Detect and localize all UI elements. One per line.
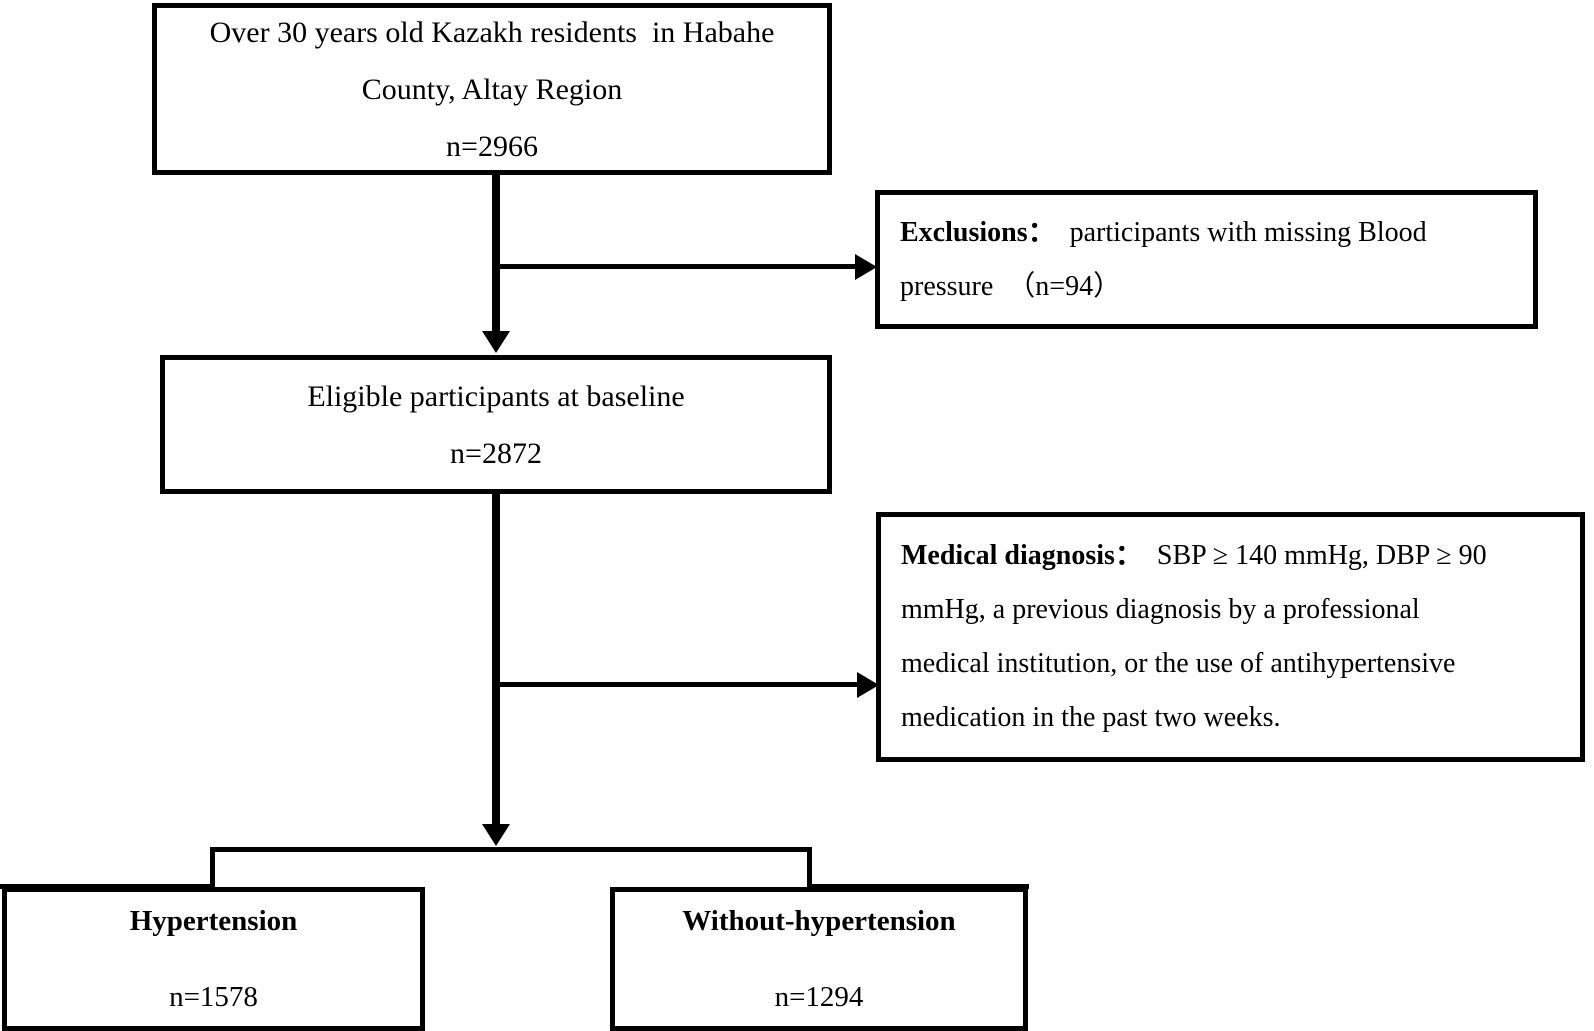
hypertension-count: n=1578 xyxy=(169,981,258,1013)
eligible-count: n=2872 xyxy=(450,436,542,470)
arrowhead-into-split xyxy=(482,824,510,846)
diagnosis-line-1: Medical diagnosis： SBP ≥ 140 mmHg, DBP ≥… xyxy=(901,529,1560,583)
connector-split-drop-left xyxy=(210,847,215,889)
node-source-population: Over 30 years old Kazakh residents in Ha… xyxy=(152,3,832,175)
connector-source-to-exclusions xyxy=(492,264,860,269)
exclusions-line-1-rest: participants with missing Blood xyxy=(1055,216,1427,248)
hypertension-title: Hypertension xyxy=(129,905,298,937)
node-hypertension-group: Hypertension n=1578 xyxy=(2,887,425,1031)
connector-source-to-eligible xyxy=(492,175,500,333)
exclusions-line-1: Exclusions： participants with missing Bl… xyxy=(900,206,1513,260)
node-without-hypertension-group: Without-hypertension n=1294 xyxy=(610,887,1028,1031)
connector-split-stub-right xyxy=(807,884,1029,889)
exclusions-heading: Exclusions： xyxy=(900,216,1056,248)
diagnosis-heading: Medical diagnosis： xyxy=(901,540,1143,571)
node-exclusions: Exclusions： participants with missing Bl… xyxy=(875,190,1538,329)
without-hypertension-title: Without-hypertension xyxy=(682,905,956,937)
arrowhead-into-diagnosis xyxy=(857,672,879,698)
eligible-line-1: Eligible participants at baseline xyxy=(307,379,685,413)
node-medical-diagnosis: Medical diagnosis： SBP ≥ 140 mmHg, DBP ≥… xyxy=(876,512,1585,762)
node-eligible-participants: Eligible participants at baseline n=2872 xyxy=(160,355,832,494)
diagnosis-line-3: medical institution, or the use of antih… xyxy=(901,648,1456,679)
diagnosis-line-1-rest: SBP ≥ 140 mmHg, DBP ≥ 90 xyxy=(1142,540,1487,571)
source-count: n=2966 xyxy=(446,129,538,163)
connector-split-stub-left xyxy=(0,884,215,889)
connector-split-drop-right xyxy=(807,847,812,889)
arrowhead-into-exclusions xyxy=(855,254,877,280)
without-hypertension-count: n=1294 xyxy=(774,981,864,1013)
connector-eligible-to-split xyxy=(492,494,500,826)
diagnosis-line-2: mmHg, a previous diagnosis by a professi… xyxy=(901,594,1420,625)
source-line-1: Over 30 years old Kazakh residents in Ha… xyxy=(209,15,775,49)
diagnosis-line-4: medication in the past two weeks. xyxy=(901,702,1281,733)
connector-split-bar xyxy=(210,847,812,852)
arrowhead-into-eligible xyxy=(482,331,510,353)
exclusions-line-2: pressure （n=94） xyxy=(900,270,1122,302)
source-line-2: County, Altay Region xyxy=(361,72,623,106)
connector-eligible-to-diagnosis xyxy=(492,682,862,687)
